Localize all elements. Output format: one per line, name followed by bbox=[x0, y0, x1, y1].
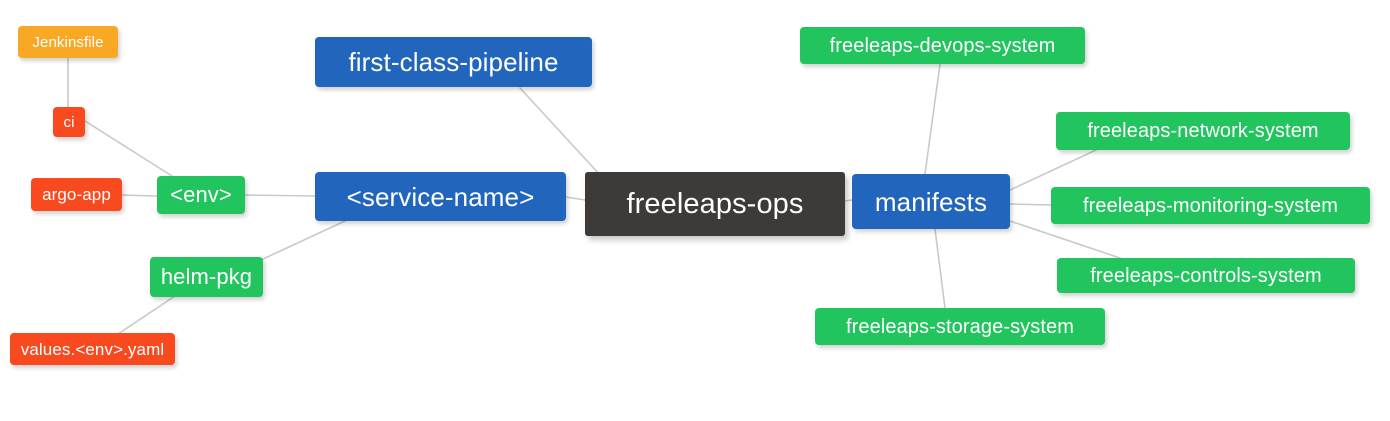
edge-env-to-argo-app bbox=[121, 194, 158, 197]
node-freeleaps-ops[interactable]: freeleaps-ops bbox=[585, 172, 845, 236]
node-label-values-env-yaml: values.<env>.yaml bbox=[20, 339, 165, 359]
edge-freeleaps-ops-to-first-class-pipeline bbox=[519, 87, 601, 176]
node-label-env: <env> bbox=[170, 182, 232, 207]
node-label-service-name: <service-name> bbox=[346, 181, 535, 212]
node-freeleaps-storage-system[interactable]: freeleaps-storage-system bbox=[815, 308, 1105, 345]
node-argo-app[interactable]: argo-app bbox=[31, 178, 122, 211]
edge-service-name-to-env bbox=[244, 194, 316, 197]
edge-helm-pkg-to-values-env-yaml bbox=[117, 295, 176, 335]
node-freeleaps-controls-system[interactable]: freeleaps-controls-system bbox=[1057, 258, 1355, 293]
node-label-freeleaps-monitoring-system: freeleaps-monitoring-system bbox=[1082, 194, 1338, 217]
node-jenkinsfile[interactable]: Jenkinsfile bbox=[18, 26, 118, 58]
node-label-jenkinsfile: Jenkinsfile bbox=[32, 33, 104, 51]
node-env[interactable]: <env> bbox=[157, 176, 245, 214]
node-helm-pkg[interactable]: helm-pkg bbox=[150, 257, 263, 297]
node-label-freeleaps-storage-system: freeleaps-storage-system bbox=[845, 315, 1075, 338]
edge-manifests-to-freeleaps-controls-system bbox=[1009, 220, 1121, 259]
edge-service-name-to-helm-pkg bbox=[262, 220, 346, 260]
node-label-argo-app: argo-app bbox=[42, 185, 111, 204]
node-label-ci: ci bbox=[63, 113, 75, 131]
node-freeleaps-network-system[interactable]: freeleaps-network-system bbox=[1056, 112, 1350, 150]
node-values-env-yaml[interactable]: values.<env>.yaml bbox=[10, 333, 175, 365]
node-label-freeleaps-network-system: freeleaps-network-system bbox=[1087, 120, 1319, 142]
edge-manifests-to-freeleaps-devops-system bbox=[924, 63, 941, 175]
node-label-helm-pkg: helm-pkg bbox=[160, 264, 253, 289]
node-first-class-pipeline[interactable]: first-class-pipeline bbox=[315, 37, 592, 87]
edge-manifests-to-freeleaps-storage-system bbox=[934, 228, 946, 309]
edge-freeleaps-ops-to-manifests bbox=[844, 199, 853, 202]
edge-manifests-to-freeleaps-monitoring-system bbox=[1009, 203, 1052, 206]
node-label-freeleaps-ops: freeleaps-ops bbox=[626, 187, 804, 220]
node-manifests[interactable]: manifests bbox=[852, 174, 1010, 229]
node-ci[interactable]: ci bbox=[53, 107, 85, 137]
node-label-freeleaps-devops-system: freeleaps-devops-system bbox=[829, 34, 1056, 57]
node-label-freeleaps-controls-system: freeleaps-controls-system bbox=[1090, 264, 1322, 287]
node-freeleaps-devops-system[interactable]: freeleaps-devops-system bbox=[800, 27, 1085, 64]
edge-env-to-ci bbox=[84, 120, 173, 177]
edge-manifests-to-freeleaps-network-system bbox=[1009, 149, 1097, 191]
edge-freeleaps-ops-to-service-name bbox=[565, 196, 586, 201]
node-label-first-class-pipeline: first-class-pipeline bbox=[348, 47, 559, 77]
node-freeleaps-monitoring-system[interactable]: freeleaps-monitoring-system bbox=[1051, 187, 1370, 224]
node-label-manifests: manifests bbox=[874, 186, 988, 217]
node-service-name[interactable]: <service-name> bbox=[315, 172, 566, 221]
